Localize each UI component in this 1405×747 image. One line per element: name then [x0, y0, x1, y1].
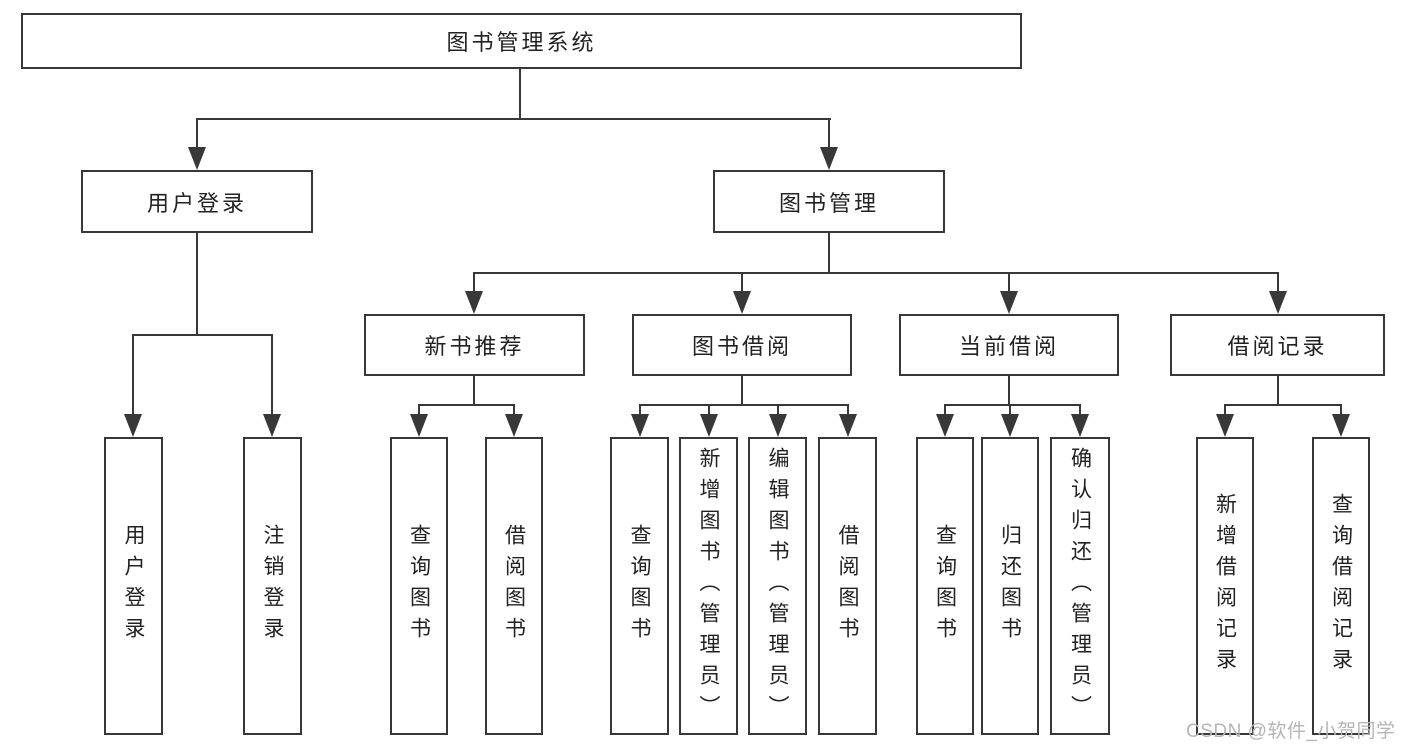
- connector-bookmgmt-stem: [828, 233, 830, 273]
- node-new-books: 新书推荐: [364, 314, 585, 376]
- leaf-borrow-add: 新增图书（管理员）: [679, 437, 738, 735]
- leaf-records-add-label: 新增借阅记录: [1213, 493, 1237, 679]
- node-user-login-label: 用户登录: [146, 190, 247, 216]
- connector-leaf-stub: [944, 404, 946, 416]
- connector-leaf-stub: [1079, 404, 1081, 416]
- node-book-mgmt: 图书管理: [713, 170, 945, 233]
- connector-l2-hline: [196, 118, 831, 120]
- arrow-down-icon: [1216, 414, 1234, 437]
- connector-l3-hline: [473, 272, 1279, 274]
- node-borrow-records-label: 借阅记录: [1227, 334, 1328, 359]
- leaf-current-confirm-label: 确认归还（管理员）: [1068, 446, 1092, 726]
- node-current-borrow-label: 当前借阅: [958, 334, 1059, 359]
- connector-leaf-stub: [418, 404, 420, 416]
- arrow-down-icon: [124, 414, 142, 437]
- connector-borrowrecords-stub: [1277, 272, 1279, 294]
- connector-userlogin-hline: [132, 334, 273, 336]
- leaf-borrow-query: 查询图书: [610, 437, 669, 735]
- leaf-borrow-edit: 编辑图书（管理员）: [748, 437, 807, 735]
- leaf-current-return: 归还图书: [981, 437, 1039, 735]
- connector-leaf-stub: [777, 404, 779, 416]
- connector-leaf-stub: [708, 404, 710, 416]
- arrow-down-icon: [1000, 291, 1018, 314]
- leaf-records-query-label: 查询借阅记录: [1329, 493, 1353, 679]
- leaf-logout-label: 注销登录: [261, 524, 285, 648]
- leaf-borrow-borrow-label: 借阅图书: [836, 524, 860, 648]
- connector-bookborrow-stem: [741, 376, 743, 405]
- connector-bookmgmt-stub: [828, 118, 830, 150]
- connector-leaf-stub: [1340, 404, 1342, 416]
- leaf-current-return-label: 归还图书: [998, 524, 1022, 648]
- node-book-borrow-label: 图书借阅: [691, 334, 792, 359]
- node-root-label: 图书管理系统: [446, 30, 597, 55]
- node-current-borrow: 当前借阅: [899, 314, 1119, 376]
- leaf-current-query-label: 查询图书: [933, 524, 957, 648]
- connector-leaf-stub: [847, 404, 849, 416]
- leaf-current-query: 查询图书: [916, 437, 974, 735]
- leaf-newbooks-borrow: 借阅图书: [485, 437, 543, 735]
- leaf-borrow-add-label: 新增图书（管理员）: [697, 446, 721, 726]
- node-user-login: 用户登录: [81, 170, 313, 233]
- arrow-down-icon: [733, 291, 751, 314]
- connector-newbooks-stem: [473, 376, 475, 405]
- node-root: 图书管理系统: [21, 13, 1022, 69]
- connector-userlogin-stem: [196, 233, 198, 335]
- connector-leaf-stub: [271, 334, 273, 416]
- arrow-down-icon: [1001, 414, 1019, 437]
- leaf-user-login-label: 用户登录: [122, 524, 146, 648]
- leaf-newbooks-query: 查询图书: [390, 437, 448, 735]
- leaf-records-query: 查询借阅记录: [1312, 437, 1370, 735]
- arrow-down-icon: [410, 414, 428, 437]
- leaf-logout: 注销登录: [243, 437, 302, 735]
- arrow-down-icon: [936, 414, 954, 437]
- leaf-records-add: 新增借阅记录: [1196, 437, 1254, 735]
- connector-newbooks-hline: [418, 404, 515, 406]
- arrow-down-icon: [1269, 291, 1287, 314]
- leaf-borrow-edit-label: 编辑图书（管理员）: [766, 446, 790, 726]
- connector-leaf-stub: [1224, 404, 1226, 416]
- arrow-down-icon: [465, 291, 483, 314]
- connector-borrowrecords-hline: [1224, 404, 1342, 406]
- connector-root-stem: [519, 69, 521, 119]
- leaf-borrow-query-label: 查询图书: [628, 524, 652, 648]
- connector-currentborrow-stub: [1008, 272, 1010, 294]
- arrow-down-icon: [631, 414, 649, 437]
- leaf-user-login: 用户登录: [104, 437, 163, 735]
- leaf-newbooks-borrow-label: 借阅图书: [502, 524, 526, 648]
- connector-leaf-stub: [639, 404, 641, 416]
- arrow-down-icon: [505, 414, 523, 437]
- connector-bookborrow-hline: [639, 404, 849, 406]
- connector-leaf-stub: [132, 334, 134, 416]
- node-book-mgmt-label: 图书管理: [778, 190, 879, 216]
- connector-borrowrecords-stem: [1277, 376, 1279, 405]
- csdn-watermark: CSDN @软件_小贺同学: [1186, 721, 1396, 742]
- node-new-books-label: 新书推荐: [424, 334, 525, 359]
- connector-leaf-stub: [513, 404, 515, 416]
- arrow-down-icon: [820, 147, 838, 170]
- arrow-down-icon: [700, 414, 718, 437]
- node-borrow-records: 借阅记录: [1170, 314, 1385, 376]
- connector-newbooks-stub: [473, 272, 475, 294]
- connector-currentborrow-stem: [1008, 376, 1010, 405]
- connector-bookborrow-stub: [741, 272, 743, 294]
- arrow-down-icon: [188, 147, 206, 170]
- connector-leaf-stub: [1009, 404, 1011, 416]
- arrow-down-icon: [839, 414, 857, 437]
- leaf-newbooks-query-label: 查询图书: [407, 524, 431, 648]
- arrow-down-icon: [1332, 414, 1350, 437]
- arrow-down-icon: [769, 414, 787, 437]
- leaf-current-confirm: 确认归还（管理员）: [1050, 437, 1110, 735]
- arrow-down-icon: [1071, 414, 1089, 437]
- connector-userlogin-stub: [196, 118, 198, 150]
- node-book-borrow: 图书借阅: [632, 314, 852, 376]
- leaf-borrow-borrow: 借阅图书: [818, 437, 877, 735]
- arrow-down-icon: [263, 414, 281, 437]
- connector-currentborrow-hline: [944, 404, 1081, 406]
